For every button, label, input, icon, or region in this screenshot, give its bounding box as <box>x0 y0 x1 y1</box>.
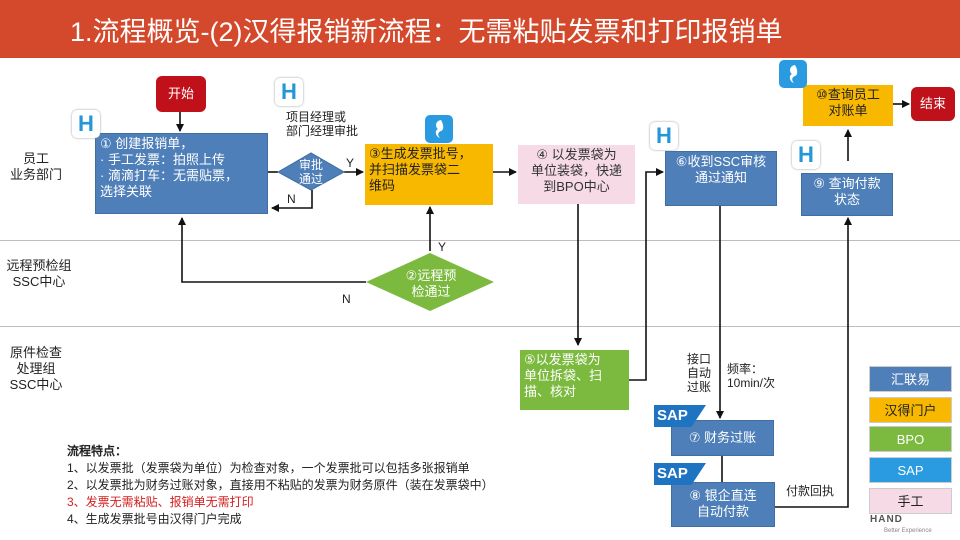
create-expense-step: ① 创建报销单， · 手工发票：拍照上传 · 滴滴打车：无需贴票， 选择关联 <box>95 133 268 214</box>
bank-payment-step: ⑧ 银企直连 自动付款 <box>671 482 775 527</box>
legend-item-hly: 汇联易 <box>869 366 952 392</box>
payment-receipt-label: 付款回执 <box>786 484 835 498</box>
unpack-scan-step: ⑤以发票袋为 单位拆袋、扫 描、核对 <box>520 350 629 410</box>
receive-notice-step: ⑥收到SSC审核 通过通知 <box>665 151 777 206</box>
financial-posting-step: ⑦ 财务过账 <box>671 420 774 456</box>
start-node: 开始 <box>156 76 206 112</box>
page-title: 1.流程概览-(2)汉得报销新流程：无需粘贴发票和打印报销单 <box>70 17 783 47</box>
approve-decision-shape <box>276 152 346 191</box>
edge-label-no: N <box>287 192 296 206</box>
feature-item: 4、生成发票批号由汉得门户完成 <box>67 512 242 526</box>
lane-divider <box>0 240 960 241</box>
sap-logo-icon: SAP <box>654 463 706 485</box>
hly-app-icon: H <box>275 78 303 106</box>
lane-label-original-check: 原件检查 处理组 SSC中心 <box>9 345 63 392</box>
approver-label: 项目经理或 部门经理审批 <box>286 110 359 138</box>
lane-label-employee: 员工 业务部门 <box>9 151 62 182</box>
hand-logo-tagline: Better Experience <box>884 528 932 534</box>
seahorse-portal-icon <box>425 115 453 143</box>
feature-item-highlight: 3、发票无需粘贴、报销单无需打印 <box>67 495 254 509</box>
pack-express-step: ④ 以发票袋为 单位装袋，快递 到BPO中心 <box>518 145 635 204</box>
sap-logo-icon: SAP <box>654 405 706 427</box>
hly-app-icon: H <box>72 110 100 138</box>
seahorse-portal-icon <box>779 60 807 88</box>
query-payment-step: ⑨ 查询付款 状态 <box>801 173 893 216</box>
hly-app-icon: H <box>650 122 678 150</box>
legend-item-portal: 汉得门户 <box>869 397 952 423</box>
lane-divider <box>0 326 960 327</box>
legend-item-sap: SAP <box>869 457 952 483</box>
precheck-decision-label: ②远程预 检通过 <box>405 268 457 299</box>
title-bar <box>0 0 960 58</box>
frequency-label: 频率： 10min/次 <box>727 362 776 390</box>
legend-item-bpo: BPO <box>869 426 952 452</box>
edge-label-yes: Y <box>346 156 355 170</box>
query-statement-step: ⑩查询员工 对账单 <box>803 85 893 126</box>
generate-batch-step: ③生成发票批号， 并扫描发票袋二 维码 <box>365 144 493 205</box>
approve-decision-label: 审批 通过 <box>298 158 323 186</box>
edge-label-yes: Y <box>438 240 447 254</box>
hand-logo: HAND <box>870 514 903 525</box>
process-features: 流程特点： 1、以发票批（发票袋为单位）为检查对象，一个发票批可以包括多张报销单… <box>67 443 494 528</box>
lane-label-precheck: 远程预检组 SSC中心 <box>6 258 72 289</box>
interface-auto-posting-label: 接口 自动 过账 <box>687 352 712 394</box>
end-node: 结束 <box>911 87 955 121</box>
features-title: 流程特点： <box>67 444 128 458</box>
feature-item: 2、以发票批为财务过账对象，直接用不粘贴的发票为财务原件（装在发票袋中） <box>67 478 494 492</box>
edge-label-no: N <box>342 292 351 306</box>
legend-item-manual: 手工 <box>869 488 952 514</box>
hly-app-icon: H <box>792 141 820 169</box>
feature-item: 1、以发票批（发票袋为单位）为检查对象，一个发票批可以包括多张报销单 <box>67 461 470 475</box>
precheck-decision-shape <box>366 253 494 311</box>
